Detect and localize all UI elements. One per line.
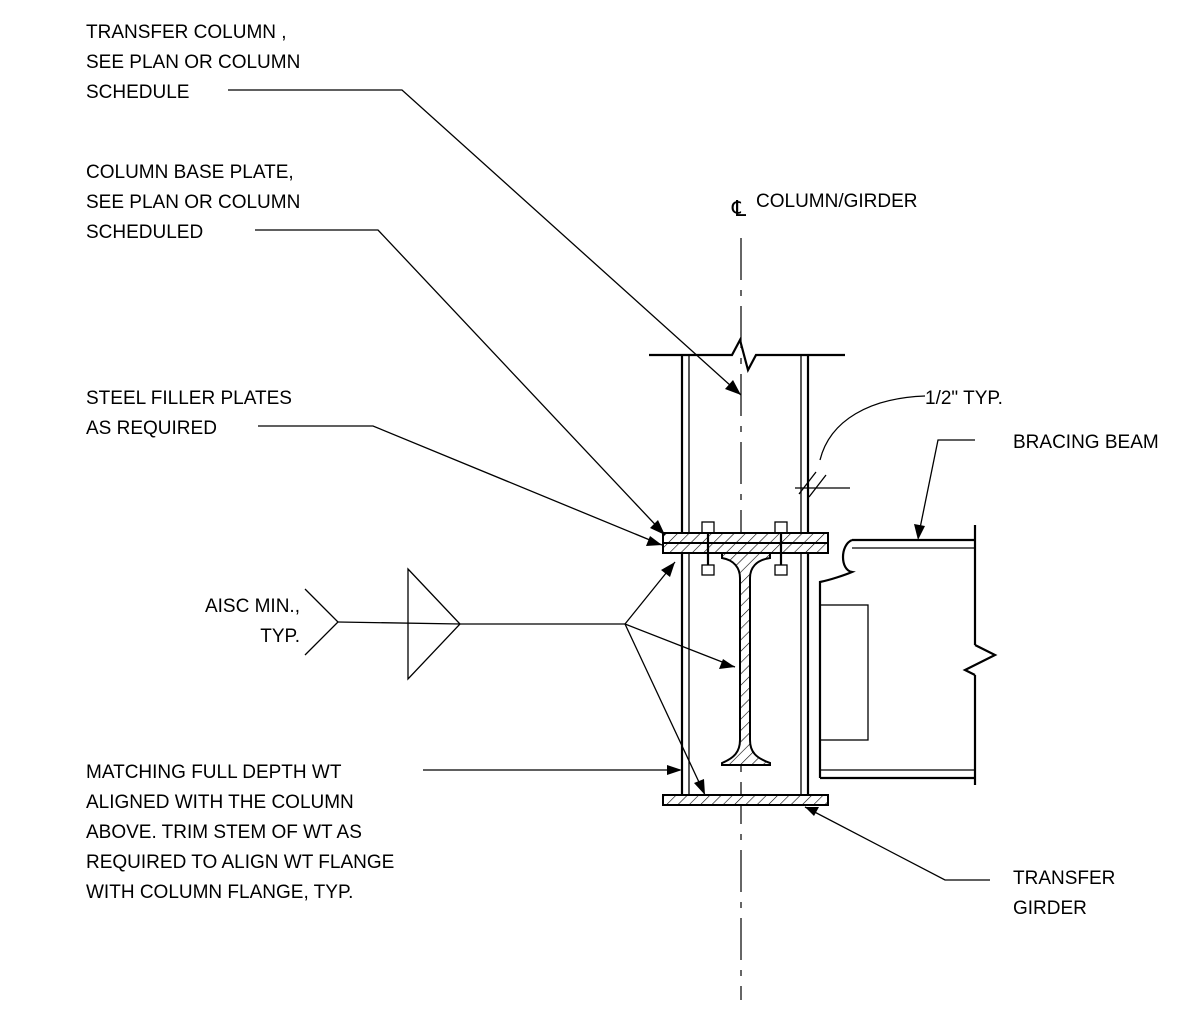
svg-text:REQUIRED TO ALIGN WT FLANGE: REQUIRED TO ALIGN WT FLANGE xyxy=(86,852,394,873)
svg-text:GIRDER: GIRDER xyxy=(1013,898,1087,919)
column-base-plate xyxy=(662,532,829,554)
label-transfer-column: TRANSFER COLUMN , SEE PLAN OR COLUMN SCH… xyxy=(86,22,300,103)
svg-text:SEE PLAN OR COLUMN: SEE PLAN OR COLUMN xyxy=(86,192,300,213)
svg-text:WITH COLUMN FLANGE, TYP.: WITH COLUMN FLANGE, TYP. xyxy=(86,882,353,903)
label-matching-wt: MATCHING FULL DEPTH WT ALIGNED WITH THE … xyxy=(86,762,394,903)
label-aisc: AISC MIN., TYP. xyxy=(205,596,300,647)
matching-wt-section xyxy=(680,552,810,795)
svg-text:ABOVE. TRIM STEM OF WT AS: ABOVE. TRIM STEM OF WT AS xyxy=(86,822,362,843)
svg-text:TRANSFER: TRANSFER xyxy=(1013,868,1115,889)
label-bracing-beam: BRACING BEAM xyxy=(1013,432,1159,453)
svg-text:TYP.: TYP. xyxy=(260,626,300,647)
bracing-beam xyxy=(818,525,998,785)
svg-text:STEEL FILLER PLATES: STEEL FILLER PLATES xyxy=(86,388,292,409)
svg-text:TRANSFER COLUMN ,: TRANSFER COLUMN , xyxy=(86,22,287,43)
svg-text:SEE PLAN OR COLUMN: SEE PLAN OR COLUMN xyxy=(86,52,300,73)
svg-text:MATCHING FULL DEPTH WT: MATCHING FULL DEPTH WT xyxy=(86,762,342,783)
svg-text:ALIGNED WITH THE COLUMN: ALIGNED WITH THE COLUMN xyxy=(86,792,354,813)
weld-symbol xyxy=(795,395,926,498)
transfer-column xyxy=(649,337,845,533)
svg-text:COLUMN BASE PLATE,: COLUMN BASE PLATE, xyxy=(86,162,294,183)
anchor-bolts xyxy=(701,521,788,576)
svg-text:SCHEDULE: SCHEDULE xyxy=(86,82,189,103)
svg-text:SCHEDULED: SCHEDULED xyxy=(86,222,203,243)
label-filler-plates: STEEL FILLER PLATES AS REQUIRED xyxy=(86,388,292,439)
svg-text:AISC MIN.,: AISC MIN., xyxy=(205,596,300,617)
aisc-weld-reference xyxy=(304,567,461,681)
centerline-symbol: ℄ xyxy=(731,196,747,221)
label-transfer-girder: TRANSFER GIRDER xyxy=(1013,868,1115,919)
leader-lines xyxy=(228,89,990,881)
label-base-plate: COLUMN BASE PLATE, SEE PLAN OR COLUMN SC… xyxy=(86,162,300,243)
label-half-inch-typ: 1/2" TYP. xyxy=(925,388,1003,409)
centerline-label: COLUMN/GIRDER xyxy=(756,191,918,212)
svg-text:AS REQUIRED: AS REQUIRED xyxy=(86,418,217,439)
transfer-girder-flange xyxy=(662,794,829,806)
